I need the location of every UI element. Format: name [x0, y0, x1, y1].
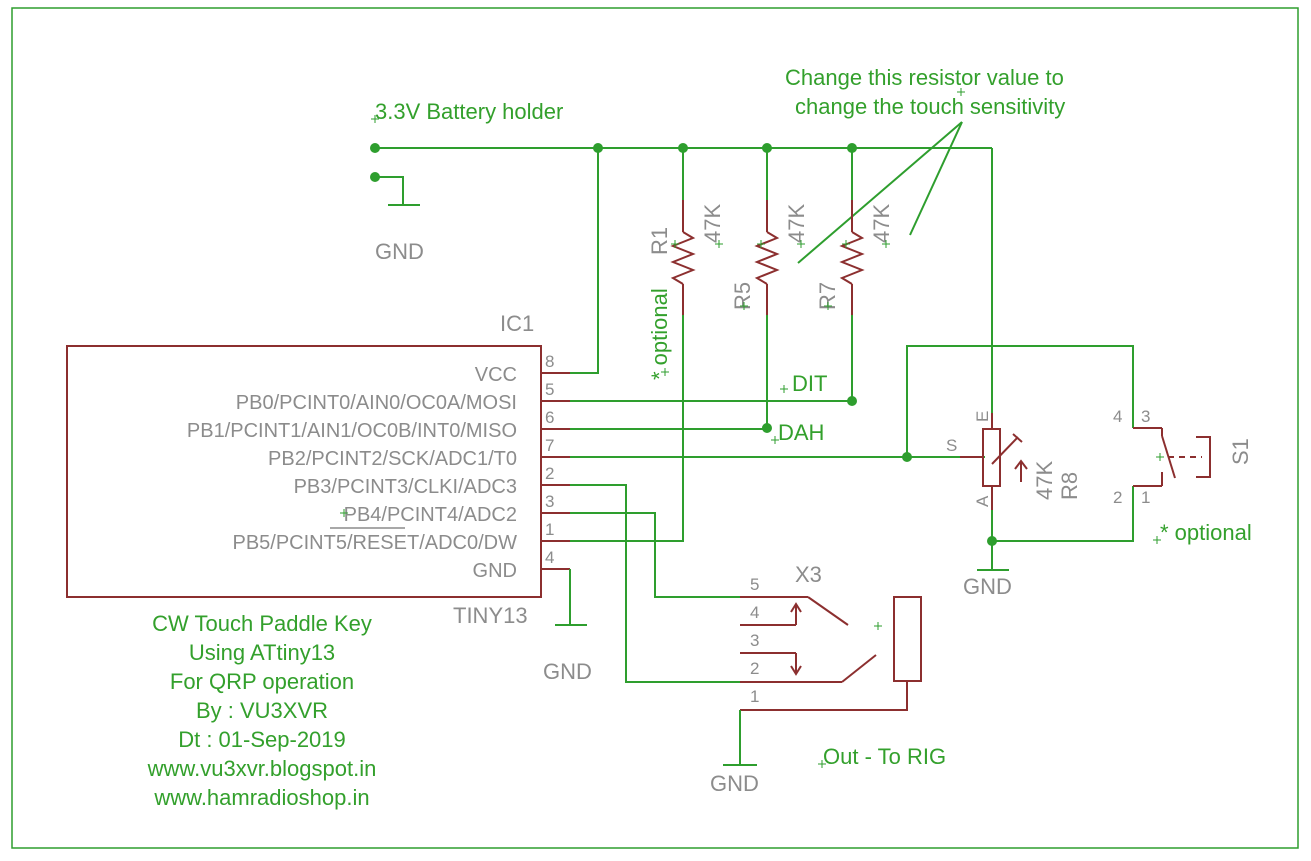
- x3-pin-4: 4: [750, 603, 759, 622]
- dit-net-label: DIT: [792, 371, 827, 396]
- s1-name: S1: [1228, 438, 1253, 465]
- title-line: By : VU3XVR: [196, 698, 328, 723]
- sensitivity-line-2: change the touch sensitivity: [795, 94, 1065, 119]
- x3-pin-3: 3: [750, 631, 759, 650]
- title-line: www.vu3xvr.blogspot.in: [147, 756, 377, 781]
- trimmer-r8: S E A 47K R8 GND: [902, 411, 1082, 599]
- r7-value: 47K: [869, 204, 894, 243]
- ic1-pin-label: PB2/PCINT2/SCK/ADC1/T0: [268, 448, 517, 470]
- ic1-pin-num: 2: [545, 464, 554, 483]
- title-line: www.hamradioshop.in: [153, 785, 369, 810]
- x3-pin-2: 2: [750, 659, 759, 678]
- ic1: IC1 TINY13 VCC PB0/PCINT0/AIN0/OC0A/MOSI…: [66, 311, 570, 628]
- ic1-pin-label: GND: [473, 560, 517, 582]
- title-block: CW Touch Paddle Key Using ATtiny13 For Q…: [147, 611, 377, 810]
- ic1-part: TINY13: [453, 603, 528, 628]
- ic1-pin-num: 6: [545, 408, 554, 427]
- gnd-label-ic: GND: [543, 659, 592, 684]
- r8-name: R8: [1057, 472, 1082, 500]
- resistor-r7: R7 47K: [815, 148, 894, 406]
- ic-wiring: GND DIT DAH: [543, 148, 985, 684]
- ic1-body: [66, 345, 542, 598]
- r8-pin-e: E: [973, 411, 992, 422]
- r5-name: R5: [730, 282, 755, 310]
- ic1-pin-label: PB1/PCINT1/AIN1/OC0B/INT0/MISO: [187, 420, 517, 442]
- ic1-pin-label: PB3/PCINT3/CLKI/ADC3: [294, 476, 517, 498]
- r8-pin-a: A: [973, 495, 992, 507]
- ic1-pin-num: 4: [545, 548, 554, 567]
- out-label: Out - To RIG: [823, 744, 946, 769]
- title-line: Using ATtiny13: [189, 640, 335, 665]
- origin-markers: [340, 88, 1164, 768]
- ic1-pin-num: 5: [545, 380, 554, 399]
- x3-pin-5: 5: [750, 575, 759, 594]
- x3-name: X3: [795, 562, 822, 587]
- dah-net-label: DAH: [778, 420, 824, 445]
- sensitivity-note: Change this resistor value to change the…: [785, 65, 1065, 264]
- s1-pin-3: 3: [1141, 407, 1150, 426]
- ic1-pin-num: 8: [545, 352, 554, 371]
- jack-x3: X3 5 4 3 2 1 GND Out - To RIG: [710, 562, 946, 796]
- s1-pin-1: 1: [1141, 488, 1150, 507]
- s1-pin-2: 2: [1113, 488, 1122, 507]
- r8-value: 47K: [1032, 461, 1057, 500]
- r1-name: R1: [647, 227, 672, 255]
- resistor-r5: R5 47K: [730, 148, 809, 433]
- gnd-label-battery: GND: [375, 239, 424, 264]
- battery-label: 3.3V Battery holder: [375, 99, 563, 124]
- sheet-frame: [11, 7, 1299, 849]
- ic1-pin-num: 1: [545, 520, 554, 539]
- ic1-pin-num: 7: [545, 436, 554, 455]
- resistor-r1: R1 47K * optional: [647, 148, 725, 542]
- ic1-pin-label: PB4/PCINT4/ADC2: [344, 504, 517, 526]
- ic1-pin-label: PB0/PCINT0/AIN0/OC0A/MOSI: [236, 392, 517, 414]
- ic1-pin-num: 3: [545, 492, 554, 511]
- r8-pin-s: S: [946, 436, 957, 455]
- gnd-label-r8: GND: [963, 574, 1012, 599]
- sensitivity-line-1: Change this resistor value to: [785, 65, 1064, 90]
- r1-value: 47K: [700, 204, 725, 243]
- ic1-pin-label: PB5/PCINT5/RESET/ADC0/DW: [232, 532, 517, 554]
- optional-s1-label: * optional: [1160, 520, 1252, 545]
- x3-pin-1: 1: [750, 687, 759, 706]
- optional-r1-label: * optional: [647, 288, 672, 380]
- ic1-pin-label: VCC: [475, 364, 517, 386]
- title-line: For QRP operation: [170, 669, 354, 694]
- ic1-name: IC1: [500, 311, 534, 336]
- title-line: CW Touch Paddle Key: [152, 611, 372, 636]
- s1-pin-4: 4: [1113, 407, 1122, 426]
- r5-value: 47K: [784, 204, 809, 243]
- switch-s1: 4 3 2 1 S1 * optional: [906, 345, 1253, 545]
- gnd-label-jack: GND: [710, 771, 759, 796]
- title-line: Dt : 01-Sep-2019: [178, 727, 346, 752]
